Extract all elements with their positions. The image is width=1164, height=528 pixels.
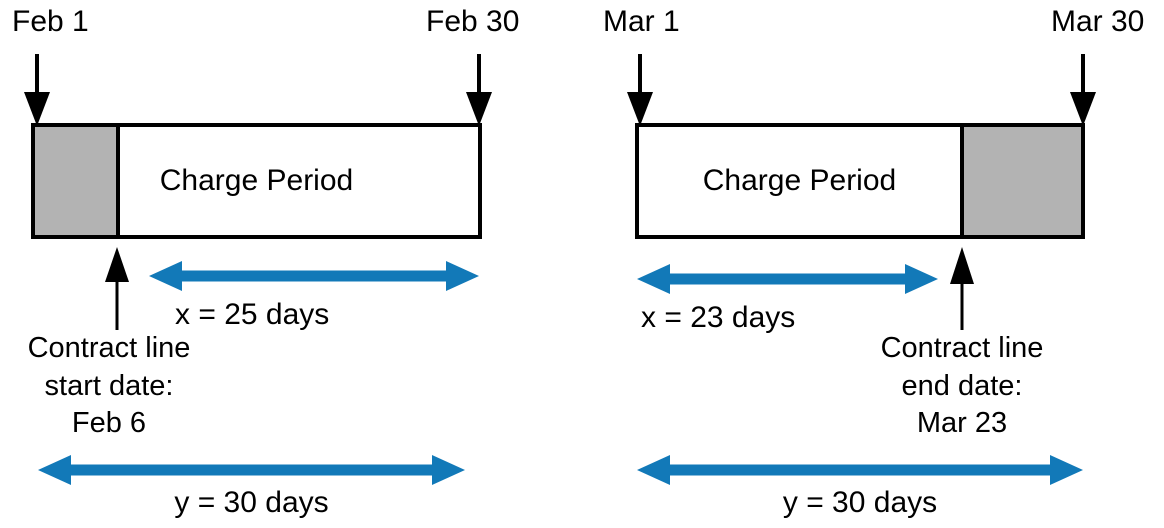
right-contract-boundary-up-arrow xyxy=(950,247,974,330)
left-contract-note-line1: Contract line xyxy=(27,332,191,364)
left-charge-period-box xyxy=(31,123,482,239)
right-contract-note: Contract line end date: Mar 23 xyxy=(862,330,1062,443)
left-period-start-label: Feb 1 xyxy=(12,5,89,38)
right-period-start-down-arrow xyxy=(627,54,653,126)
left-contract-note-line3: Feb 6 xyxy=(71,407,147,440)
right-contract-note-line3: Mar 23 xyxy=(916,407,1008,440)
right-x-measure-label: x = 23 days xyxy=(641,301,796,334)
left-contract-boundary-up-arrow xyxy=(105,247,129,330)
right-contract-note-line1: Contract line xyxy=(880,332,1044,364)
left-y-measure-label: y = 30 days xyxy=(174,486,329,519)
right-period-end-down-arrow xyxy=(1070,54,1096,126)
left-charge-period-label: Charge Period xyxy=(159,164,354,197)
right-y-measure-label: y = 30 days xyxy=(782,486,938,519)
right-x-measure-arrow xyxy=(637,264,938,294)
right-contract-note-line2: end date: xyxy=(901,369,1023,402)
right-y-measure-arrow xyxy=(637,455,1083,485)
right-period-start-label: Mar 1 xyxy=(603,5,680,38)
right-charge-period-box xyxy=(635,123,1085,239)
left-contract-note: Contract line start date: Feb 6 xyxy=(0,330,218,443)
right-period-end-label: Mar 30 xyxy=(1051,5,1145,38)
left-x-measure-label: x = 25 days xyxy=(175,298,330,331)
left-y-measure-arrow xyxy=(38,455,465,485)
right-charge-period-label: Charge Period xyxy=(702,164,897,197)
left-period-end-down-arrow xyxy=(466,54,492,126)
left-contract-note-line2: start date: xyxy=(44,369,174,402)
left-period-end-label: Feb 30 xyxy=(426,5,520,38)
left-period-start-down-arrow xyxy=(24,54,50,126)
left-x-measure-arrow xyxy=(149,261,479,291)
